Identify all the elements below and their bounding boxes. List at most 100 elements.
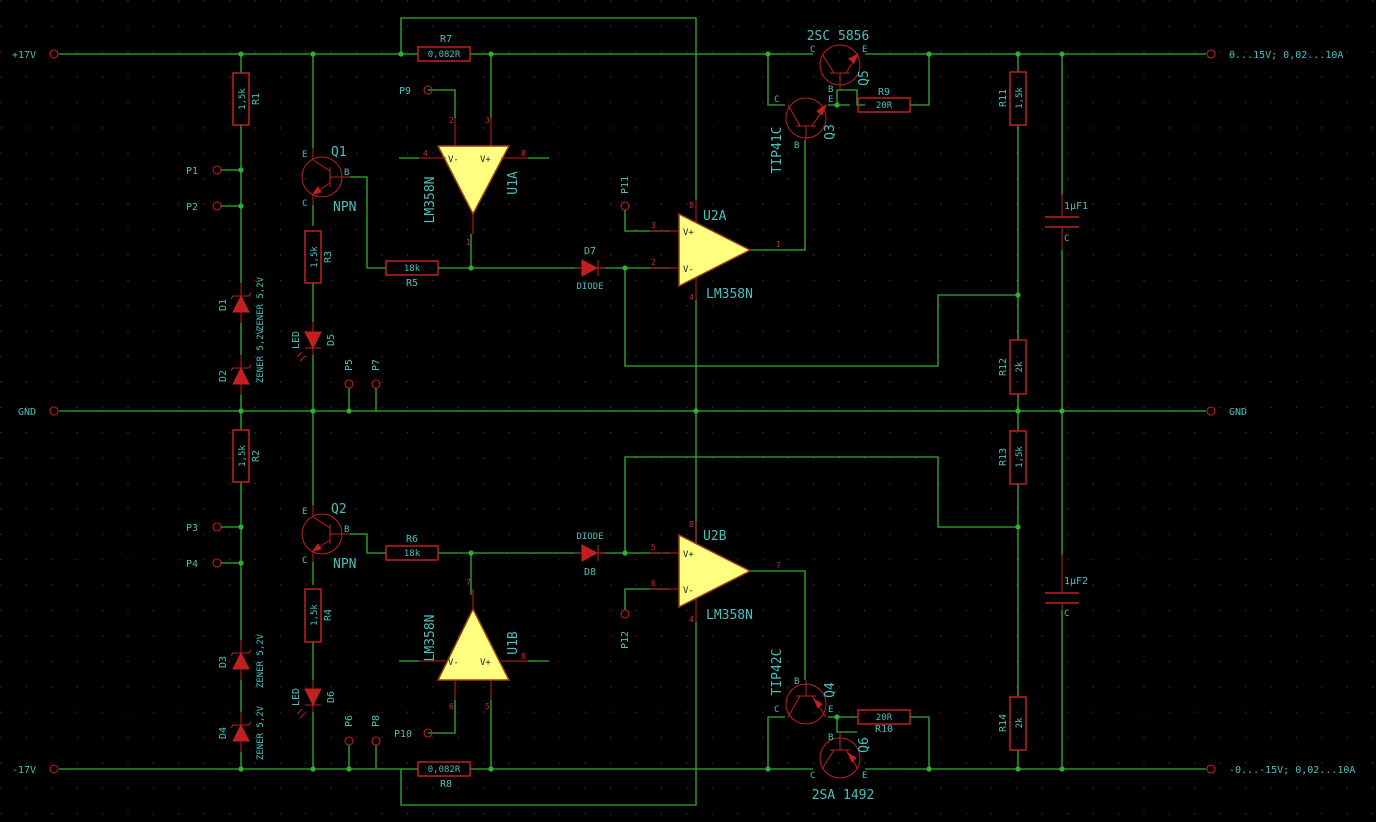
resistor-r6[interactable]: 18k R6 — [385, 534, 439, 561]
zener-d3[interactable]: D3 ZENER 5,2V — [218, 633, 266, 688]
rail-terminal-gnd-out[interactable]: GND — [1206, 406, 1247, 418]
resistor-value: 1,5k — [238, 88, 248, 110]
resistor-ref: R9 — [878, 87, 890, 98]
transistor-q3[interactable]: TIP41C Q3 C E B — [770, 95, 838, 173]
rail-terminal-plus-in[interactable]: +17V — [12, 49, 59, 61]
test-point-p6[interactable]: P6 — [344, 715, 355, 746]
pin-label-vp: V+ — [480, 155, 491, 165]
resistor-r13[interactable]: 1,5k R13 — [998, 430, 1027, 485]
resistor-ref: R5 — [406, 278, 418, 289]
diode-ref: D3 — [218, 656, 229, 668]
diode-d7[interactable]: D7 DIODE — [575, 246, 605, 292]
resistor-value: 0,082R — [428, 765, 461, 775]
rail-label-gnd-out: GND — [1229, 407, 1247, 418]
opamp-value: LM358N — [706, 608, 753, 623]
rail-label-plus-out: 0...15V; 0,02...10A — [1229, 50, 1343, 61]
transistor-q1[interactable]: Q1 NPN E B C — [301, 145, 356, 215]
test-point-p2[interactable]: P2 — [186, 201, 222, 213]
resistor-r5[interactable]: 18k R5 — [385, 260, 439, 289]
resistor-ref: R1 — [251, 93, 262, 105]
rail-label-plus-in: +17V — [12, 50, 36, 61]
test-point-p9[interactable]: P9 — [399, 85, 433, 97]
transistor-q4[interactable]: TIP42C Q4 C E B — [770, 649, 838, 725]
test-point-p11[interactable]: P11 — [620, 176, 631, 211]
pin-number: 4 — [689, 615, 694, 624]
zener-d2[interactable]: D2 ZENER 5,2V — [218, 328, 266, 395]
test-point-label: P1 — [186, 166, 198, 177]
resistor-r1[interactable]: 1,5k R1 — [232, 72, 262, 126]
wires — [59, 17, 1206, 806]
rail-terminal-minus-out[interactable]: -0...-15V; 0,02...10A — [1206, 764, 1355, 776]
rail-label-minus-in: -17V — [12, 765, 36, 776]
test-point-label: P11 — [620, 176, 631, 194]
rail-terminal-gnd-in[interactable]: GND — [18, 406, 59, 418]
diode-value: LED — [291, 331, 302, 349]
resistor-ref: R6 — [406, 534, 418, 545]
test-point-p3[interactable]: P3 — [186, 522, 222, 534]
test-point-label: P12 — [620, 631, 631, 649]
zener-d1[interactable]: D1 ZENER 5,2V — [218, 276, 266, 331]
pin-number: 4 — [689, 293, 694, 302]
pin-label-e: E — [828, 95, 833, 105]
rail-label-gnd-in: GND — [18, 407, 36, 418]
led-d6[interactable]: LED D6 — [291, 680, 337, 719]
pin-number: 6 — [651, 579, 656, 588]
test-point-p12[interactable]: P12 — [620, 609, 631, 649]
junctions — [238, 51, 1065, 772]
diode-value: DIODE — [576, 532, 603, 542]
capacitor-value: C — [1064, 234, 1069, 244]
diode-d8[interactable]: DIODE D8 — [575, 532, 605, 578]
resistor-r7[interactable]: 0,082R R7 — [417, 34, 471, 62]
resistor-r9[interactable]: 20R R9 — [857, 87, 911, 113]
pin-number: 8 — [521, 652, 526, 661]
test-point-label: P6 — [344, 715, 355, 727]
capacitor-1uf2[interactable]: 1µF2 C — [1045, 555, 1088, 619]
led-d5[interactable]: LED D5 — [291, 322, 337, 362]
resistor-r3[interactable]: 1,5k R3 — [304, 230, 334, 284]
resistor-r11[interactable]: 1,5k R11 — [998, 71, 1027, 126]
rail-terminal-minus-in[interactable]: -17V — [12, 764, 59, 776]
resistor-value: 2k — [1015, 361, 1025, 372]
diode-ref: D4 — [218, 727, 229, 739]
pin-label-b: B — [828, 85, 833, 95]
pin-number: 2 — [449, 116, 454, 125]
pin-label-b: B — [794, 677, 799, 687]
pin-label-vm: V- — [683, 265, 694, 275]
zener-d4[interactable]: D4 ZENER 5,2V — [218, 705, 266, 760]
transistor-q5[interactable]: 2SC 5856 Q5 C E B — [807, 29, 872, 95]
capacitor-1uf1[interactable]: 1µF1 C — [1045, 195, 1088, 250]
resistor-r12[interactable]: 2k R12 — [998, 339, 1027, 395]
opamp-u2b[interactable]: V+ V- 5 6 7 8 4 U2B LM358N — [650, 520, 781, 624]
resistor-r14[interactable]: 2k R14 — [998, 696, 1027, 751]
resistor-r2[interactable]: 1,5k R2 — [232, 429, 262, 483]
resistor-r4[interactable]: 1,5k R4 — [304, 588, 334, 643]
resistor-ref: R8 — [440, 779, 452, 790]
pin-label-e: E — [302, 507, 307, 517]
diode-value: ZENER 5,2V — [256, 276, 266, 331]
opamp-u1b[interactable]: V- V+ 7 6 5 8 LM358N U1B — [419, 578, 528, 711]
pin-number: 8 — [689, 520, 694, 529]
pin-label-vp: V+ — [683, 228, 694, 238]
test-point-p7[interactable]: P7 — [371, 359, 382, 389]
opamp-u1a[interactable]: V- V+ 2 3 4 8 1 LM358N U1A — [419, 116, 528, 247]
rail-terminal-plus-out[interactable]: 0...15V; 0,02...10A — [1206, 49, 1343, 61]
test-point-p8[interactable]: P8 — [371, 715, 382, 746]
diode-ref: D6 — [326, 691, 337, 703]
transistor-value: TIP41C — [770, 127, 785, 174]
resistor-ref: R11 — [998, 89, 1009, 107]
test-point-p10[interactable]: P10 — [394, 728, 433, 740]
transistor-q2[interactable]: Q2 NPN E B C — [301, 502, 356, 572]
test-point-p5[interactable]: P5 — [344, 359, 355, 389]
test-point-p4[interactable]: P4 — [186, 558, 222, 570]
pin-number: 8 — [689, 201, 694, 210]
pin-label-e: E — [862, 771, 867, 781]
resistor-r8[interactable]: 0,082R R8 — [417, 761, 471, 790]
opamp-ref: U1A — [506, 171, 521, 195]
opamp-u2a[interactable]: V+ V- 3 2 1 8 4 U2A LM358N — [650, 200, 781, 302]
resistor-r10[interactable]: 20R R10 — [857, 709, 911, 735]
diode-ref: D8 — [584, 567, 596, 578]
transistor-ref: Q3 — [823, 124, 838, 140]
transistor-q6[interactable]: 2SA 1492 Q6 C E B — [810, 732, 874, 803]
test-point-p1[interactable]: P1 — [186, 165, 222, 177]
pin-label-vp: V+ — [480, 658, 491, 668]
